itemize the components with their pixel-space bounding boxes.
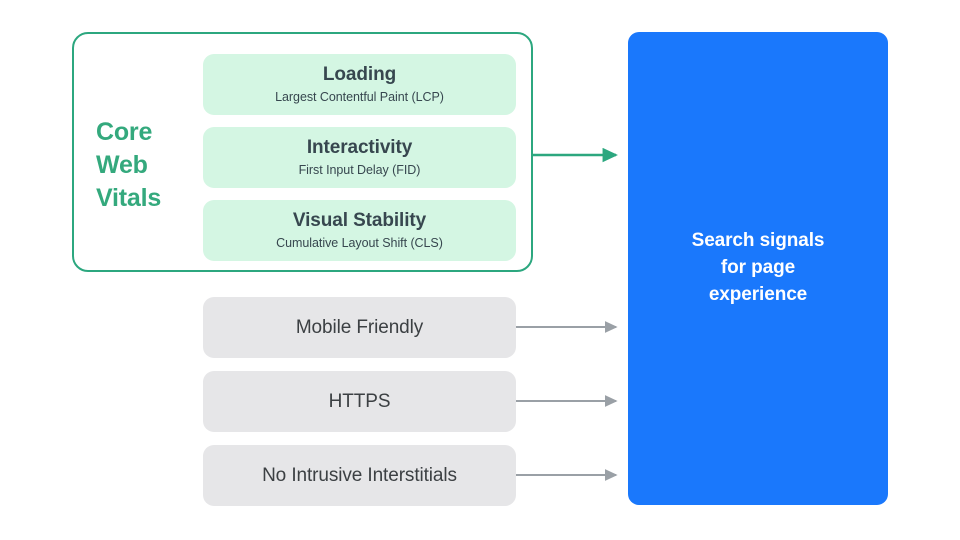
factor-pill-label: HTTPS (328, 390, 391, 412)
vital-card-subtitle: Cumulative Layout Shift (CLS) (276, 235, 443, 250)
vital-card-title: Loading (322, 64, 397, 86)
factor-pill-https[interactable]: HTTPS (203, 371, 516, 432)
core-web-vitals-label-line-3: Vitals (96, 184, 162, 212)
vital-card-visual-stability[interactable]: Visual Stability Cumulative Layout Shift… (203, 200, 516, 261)
core-web-vitals-label-line-1: Core (96, 118, 153, 146)
core-web-vitals-label: Core Web Vitals (96, 116, 206, 215)
core-web-vitals-group: Core Web Vitals Loading Largest Contentf… (72, 32, 533, 272)
factor-pill-label: No Intrusive Interstitials (262, 464, 457, 486)
vital-card-loading[interactable]: Loading Largest Contentful Paint (LCP) (203, 54, 516, 115)
search-signals-panel[interactable]: Search signals for page experience (628, 32, 888, 505)
factor-pill-label: Mobile Friendly (295, 316, 424, 338)
vital-card-title: Interactivity (306, 137, 413, 159)
vital-card-interactivity[interactable]: Interactivity First Input Delay (FID) (203, 127, 516, 188)
search-signals-panel-text: Search signals for page experience (691, 230, 825, 305)
factor-pill-mobile-friendly[interactable]: Mobile Friendly (203, 297, 516, 358)
vital-card-subtitle: Largest Contentful Paint (LCP) (275, 89, 444, 104)
core-web-vitals-label-line-2: Web (96, 151, 148, 179)
vital-card-title: Visual Stability (292, 210, 427, 232)
factor-pill-no-intrusive-interstitials[interactable]: No Intrusive Interstitials (203, 445, 516, 506)
vital-card-subtitle: First Input Delay (FID) (298, 162, 421, 177)
